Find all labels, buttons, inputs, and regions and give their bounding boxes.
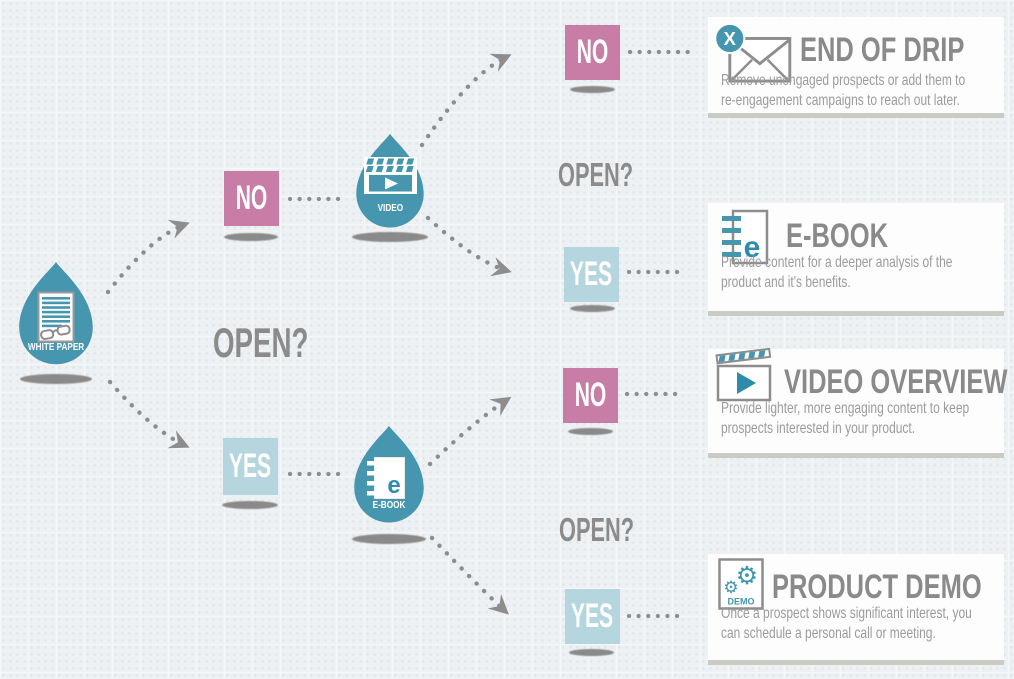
play-icon (385, 177, 398, 190)
ebook-icon: e (367, 456, 406, 500)
svg-text:X: X (724, 28, 737, 49)
yes3-shadow (569, 649, 614, 656)
decision-no-1: NO (224, 171, 279, 226)
arrow-ebook-to-yes (429, 535, 509, 615)
svg-text:e: e (387, 472, 400, 499)
video-clapperboard-icon (364, 157, 417, 194)
arrow-whitepaper-to-yes (107, 379, 190, 449)
no1-shadow (224, 233, 278, 241)
ebook-drop: e E-BOOK (350, 425, 428, 524)
card-description: Provide content for a deeper analysis of… (721, 254, 953, 291)
card-description: Once a prospect shows significant intere… (721, 605, 972, 642)
arrow-ebook-to-no (427, 396, 512, 467)
card-title: VIDEO OVERVIEW (784, 363, 1008, 401)
video-clapperboard-icon (715, 347, 772, 402)
svg-text:DEMO: DEMO (728, 597, 755, 607)
ebook-drop-shadow (352, 534, 426, 544)
decision-no-2: NO (565, 25, 620, 80)
arrow-whitepaper-to-no (105, 219, 190, 295)
glasses-icon (40, 324, 71, 340)
ebook-icon: e (722, 209, 769, 265)
card-title: PRODUCT DEMO (772, 568, 982, 606)
envelope-x-icon: X (714, 23, 792, 83)
arrow-video-to-no (419, 53, 512, 148)
card-title: END OF DRIP (800, 31, 965, 69)
arrow-video-to-yes (425, 215, 512, 277)
no3-shadow (568, 428, 613, 435)
card-end-of-drip: X END OF DRIP Remove unengaged prospects… (708, 17, 1004, 113)
video-drop: VIDEO (351, 133, 429, 229)
yes2-shadow (570, 305, 615, 312)
gear-icon: ⚙ (736, 561, 758, 590)
card-ebook: e E-BOOK Provide content for a deeper an… (708, 203, 1004, 311)
decision-no-3: NO (563, 368, 618, 423)
svg-text:e: e (744, 231, 761, 264)
card-description: Provide lighter, more engaging content t… (721, 400, 970, 437)
white-paper-label: WHITE PAPER (27, 341, 85, 353)
card-video-overview: VIDEO OVERVIEW Provide lighter, more eng… (708, 347, 1008, 453)
decision-yes-2: YES (564, 247, 619, 302)
card-description: Remove unengaged prospects or add them t… (721, 72, 966, 109)
open-question-1: OPEN? (213, 319, 309, 366)
video-drop-shadow (352, 232, 428, 242)
no2-shadow (570, 86, 615, 93)
card-product-demo: ⚙ ⚙ DEMO PRODUCT DEMO Once a prospect sh… (708, 554, 1004, 660)
gear-icon: ⚙ (723, 578, 738, 598)
open-question-3: OPEN? (559, 511, 635, 548)
decision-yes-1: YES (223, 438, 278, 495)
play-icon (737, 372, 756, 394)
white-paper-drop: WHITE PAPER (16, 261, 96, 366)
decision-yes-3: YES (565, 589, 620, 644)
video-label: VIDEO (377, 202, 403, 214)
white-paper-document-icon (37, 291, 75, 343)
white-paper-shadow (20, 374, 92, 384)
x-badge (714, 23, 746, 54)
ebook-label: E-BOOK (372, 499, 406, 511)
yes1-shadow (222, 501, 278, 509)
open-question-2: OPEN? (558, 156, 634, 193)
card-title: E-BOOK (786, 217, 888, 255)
gears-demo-icon: ⚙ ⚙ DEMO (718, 558, 764, 610)
